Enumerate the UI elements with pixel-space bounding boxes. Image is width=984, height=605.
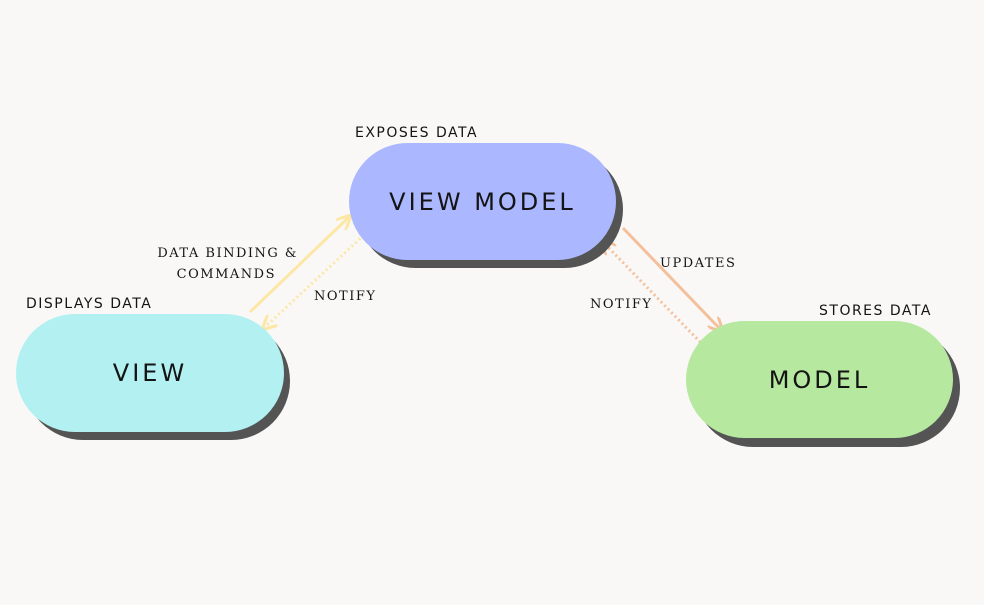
model-label: MODEL [768,365,871,394]
view-model-label: VIEW MODEL [389,187,576,216]
view-caption: DISPLAYS DATA [26,296,153,312]
data-binding-label: DATA BINDING & COMMANDS [152,243,298,285]
view-model-node: VIEW MODEL [349,143,624,268]
view-model-pill: VIEW MODEL [349,143,616,260]
model-pill: MODEL [686,321,953,438]
view-model-caption: EXPOSES DATA [355,125,479,141]
notify-viewmodel-label: NOTIFY [590,297,653,312]
view-node: VIEW [16,314,290,440]
data-binding-label-line1: DATA BINDING & [157,246,298,261]
model-node: MODEL [686,321,960,447]
view-pill: VIEW [16,314,284,432]
notify-view-label: NOTIFY [314,289,377,304]
view-label: VIEW [112,359,188,387]
updates-label: UPDATES [660,256,737,271]
model-caption: STORES DATA [819,303,932,319]
data-binding-label-line2: COMMANDS [176,267,276,282]
